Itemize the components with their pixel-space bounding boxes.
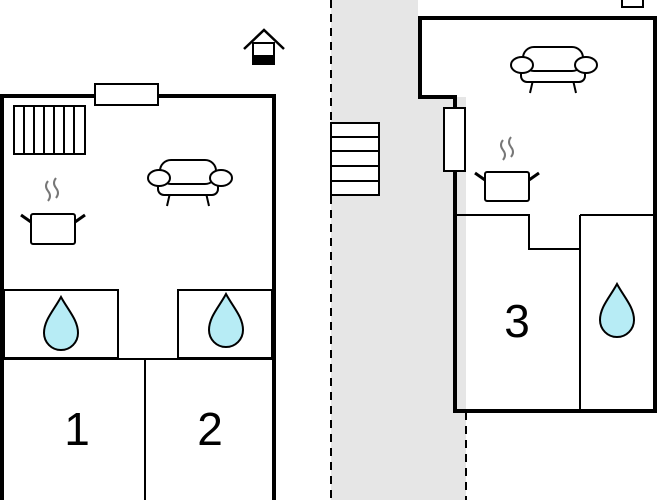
right-building-outline: [418, 16, 657, 413]
sofa-icon: [510, 46, 598, 94]
corridor: [330, 0, 467, 500]
corner-marker: [621, 0, 644, 8]
sofa-icon: [147, 159, 233, 207]
room-number-2: 2: [197, 403, 223, 455]
house-entrance-icon: [243, 28, 285, 65]
right-building: 3: [418, 16, 657, 413]
water-drop-icon: [207, 291, 245, 348]
room-number-3: 3: [504, 295, 530, 347]
water-drop-icon: [42, 294, 80, 351]
water-drop-icon: [598, 281, 636, 338]
window-icon: [94, 83, 159, 106]
cooking-pot-icon: [20, 177, 86, 245]
room-number-1: 1: [64, 403, 90, 455]
interior-wall: [455, 214, 581, 250]
cooking-pot-icon: [474, 136, 540, 202]
corridor-fill: [331, 0, 466, 500]
window-icon: [443, 107, 466, 172]
stairs-icon: [330, 122, 380, 196]
left-building: 1 2: [0, 83, 276, 500]
left-building-outline: [0, 94, 276, 500]
radiator-icon: [13, 105, 86, 155]
